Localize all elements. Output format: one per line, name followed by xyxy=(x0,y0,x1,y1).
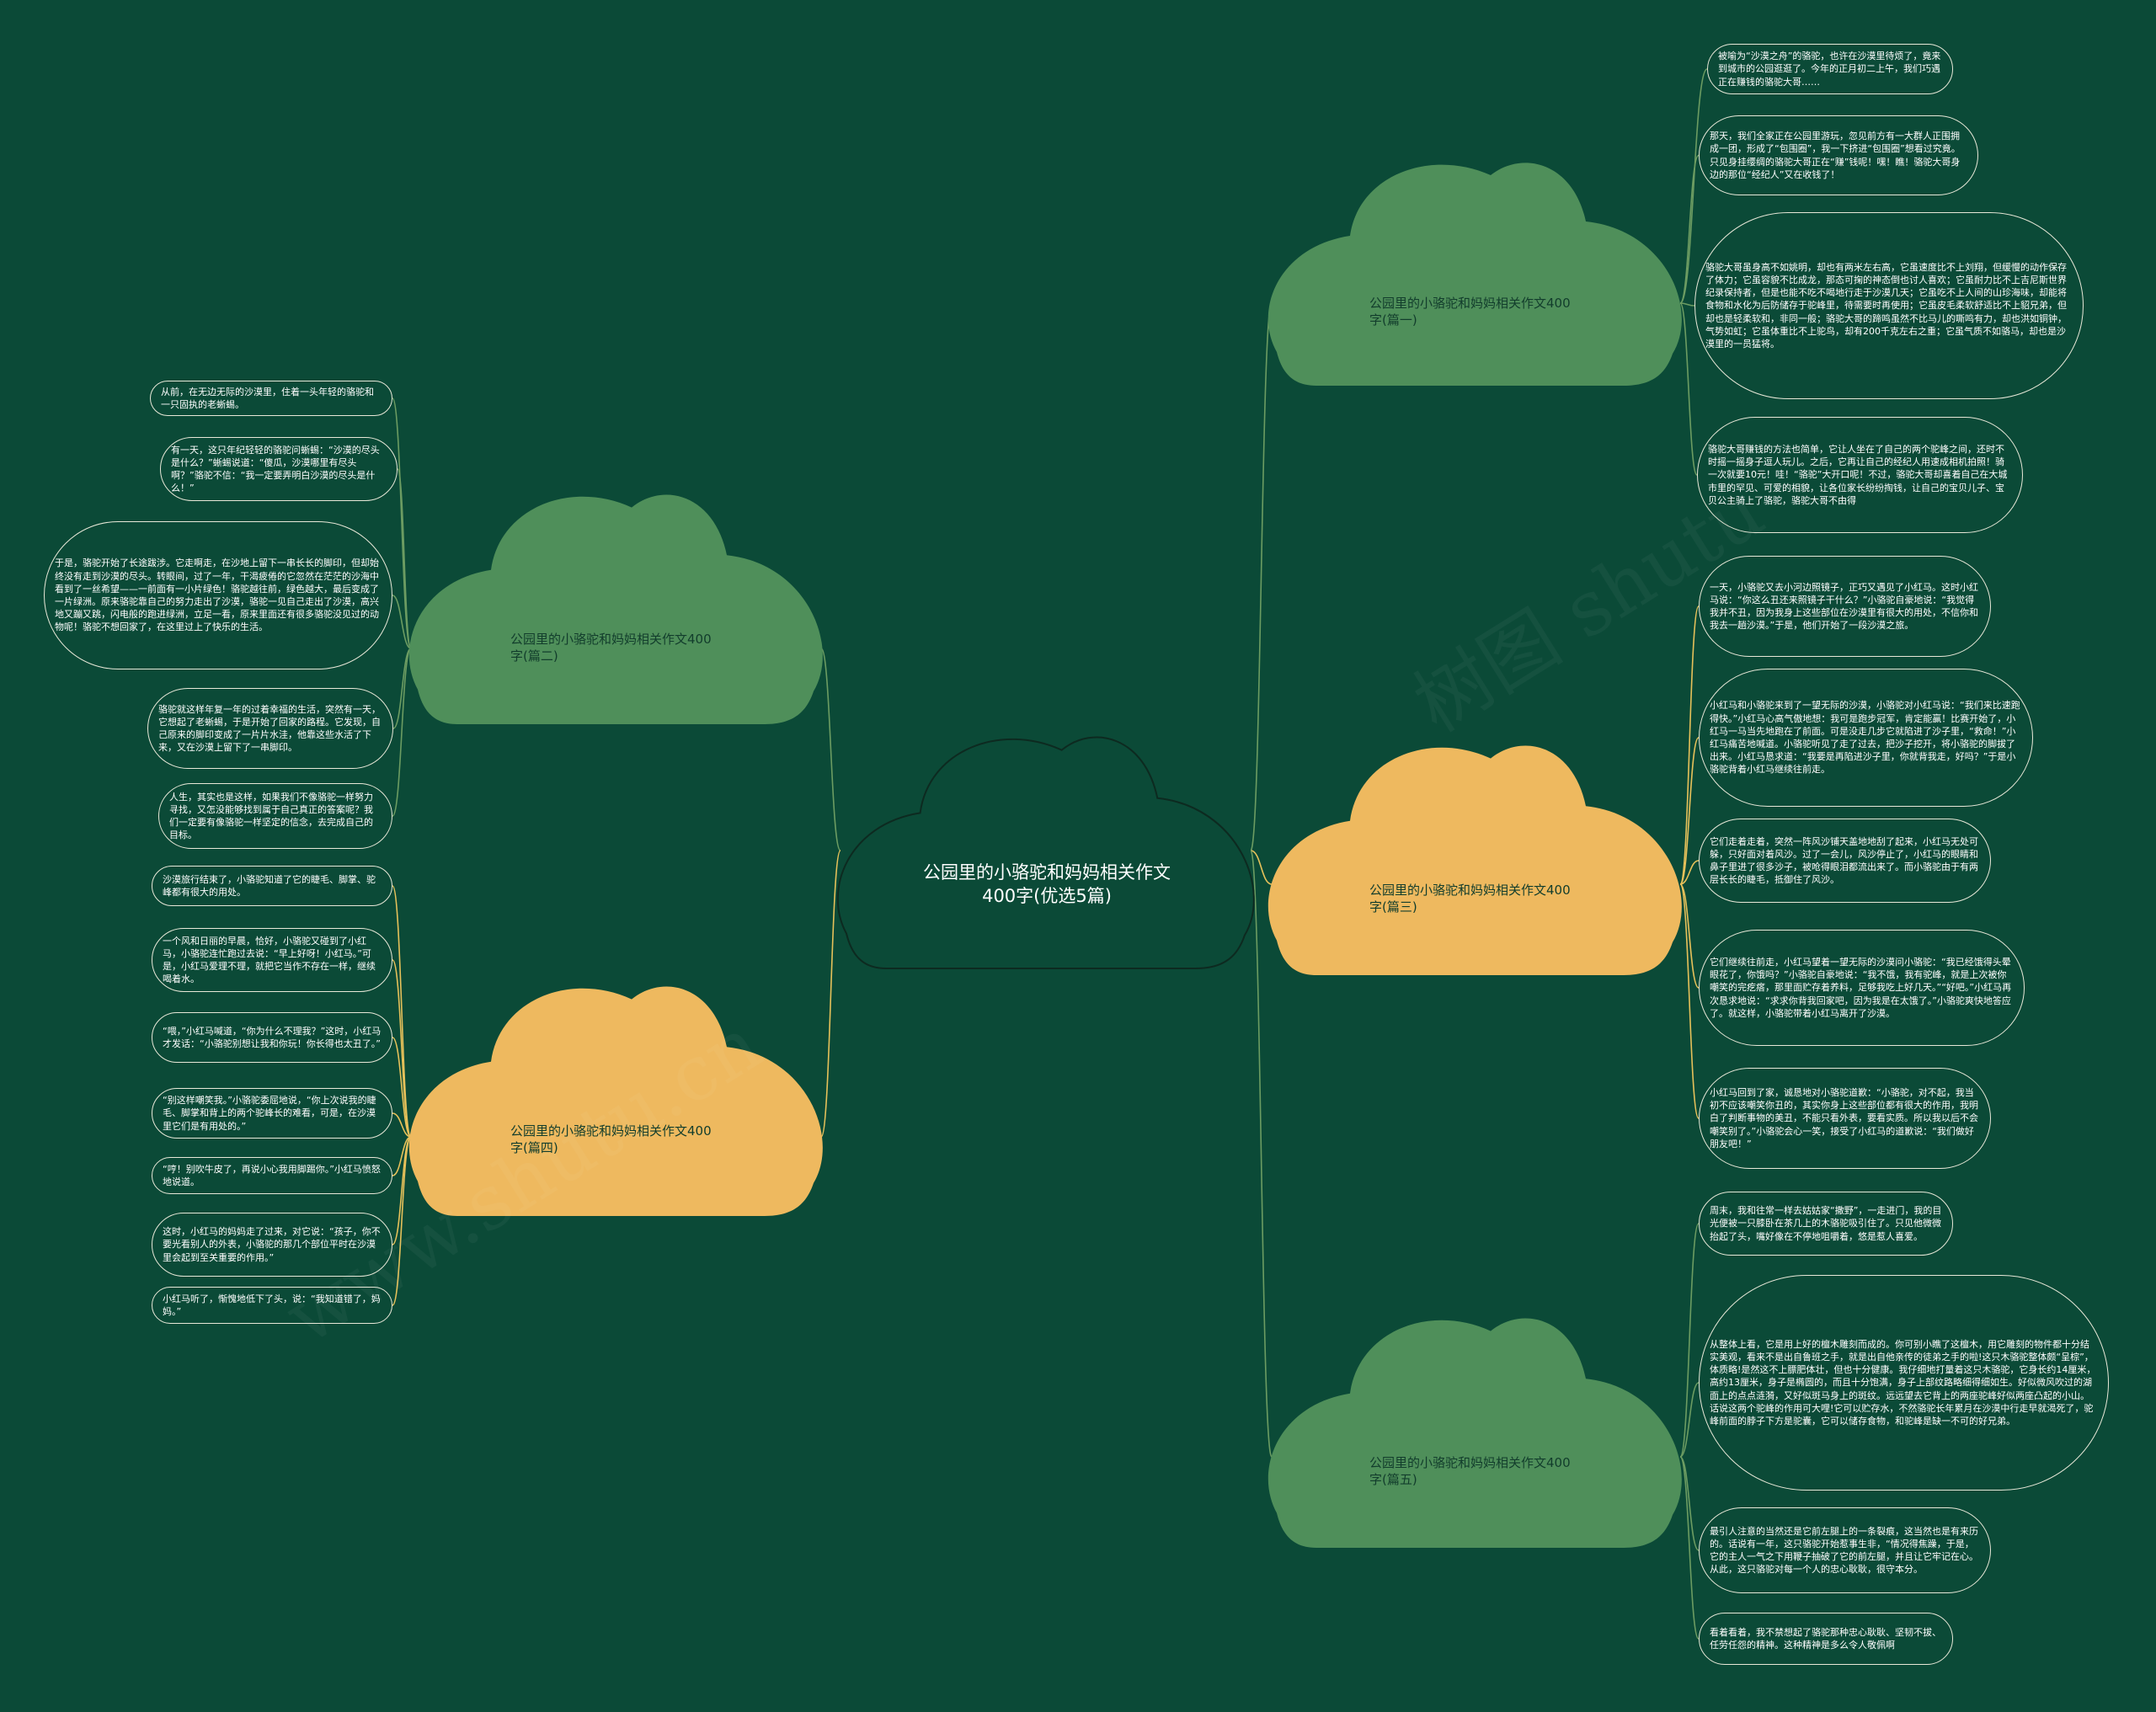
leaf-text: 沙漠旅行结束了，小骆驼知道了它的睫毛、脚掌、驼峰都有很大的用处。 xyxy=(163,873,376,898)
branch-connector xyxy=(1250,850,1273,885)
leaf-connector xyxy=(392,1112,412,1138)
leaf-connector xyxy=(1679,1456,1700,1551)
leaf-text: 骆驼就这样年复一年的过着幸福的生活，突然有一天，它想起了老蜥蜴，于是开始了回家的… xyxy=(158,703,381,754)
leaf-connector xyxy=(392,595,412,649)
leaf-note[interactable]: 沙漠旅行结束了，小骆驼知道了它的睫毛、脚掌、驼峰都有很大的用处。 xyxy=(152,866,392,906)
leaf-note[interactable]: 最引人注意的当然还是它前左腿上的一条裂痕，这当然也是有来历的。话说有一年，这只骆… xyxy=(1699,1507,1991,1593)
branch-connector xyxy=(1250,302,1273,851)
leaf-text: “别这样嘲笑我。”小骆驼委屈地说，“你上次说我的睫毛、脚掌和背上的两个驼峰长的难… xyxy=(163,1095,376,1132)
branch-cloud-b3[interactable] xyxy=(1267,745,1682,975)
leaf-connector xyxy=(1679,302,1698,476)
branch-title[interactable]: 公园里的小骆驼和妈妈相关作文400字(篇一) xyxy=(1369,296,1571,328)
leaf-note[interactable]: 周末，我和往常一样去姑姑家“撒野”，一走进门，我的目光便被一只膝卧在茶几上的木骆… xyxy=(1699,1192,1953,1256)
leaf-connector xyxy=(397,468,412,649)
branch-connector xyxy=(1250,850,1273,1458)
branch-cloud-b1[interactable] xyxy=(1267,163,1682,386)
leaf-note[interactable]: 骆驼大哥赚钱的方法也简单，它让人坐在了自己的两个驼峰之间，还时不时摇一摇身子逗人… xyxy=(1697,417,2023,533)
leaf-text: 小红马回到了家，诚恳地对小骆驼道歉：“小骆驼，对不起，我当初不应该嘲笑你丑的，其… xyxy=(1710,1086,1978,1149)
leaf-connector xyxy=(392,648,412,729)
leaf-text: 小红马和小骆驼来到了一望无际的沙漠，小骆驼对小红马说：“我们来比速跑得快。”小红… xyxy=(1710,700,2020,776)
leaf-connector xyxy=(1679,860,1700,885)
center-cloud[interactable] xyxy=(836,736,1255,969)
leaf-text: 它们继续往前走，小红马望着一望无际的沙漠问小骆驼：“我已经饿得头晕眼花了，你饿吗… xyxy=(1710,956,2012,1019)
branch-title[interactable]: 公园里的小骆驼和妈妈相关作文400字(篇四) xyxy=(510,1123,712,1155)
leaf-note[interactable]: 人生，其实也是这样，如果我们不像骆驼一样努力寻找，又怎没能够找到属于自己真正的答… xyxy=(158,783,392,849)
cloud-nodes xyxy=(408,163,1682,1548)
leaf-connector xyxy=(1679,737,1700,885)
leaf-text: “哼！别吹牛皮了，再说小心我用脚踢你。”小红马愤怒地说道。 xyxy=(163,1163,381,1187)
leaf-text: 看着看着，我不禁想起了骆驼那种忠心耿耿、坚韧不拔、任劳任怨的精神。这种精神是多么… xyxy=(1710,1626,1941,1651)
leaf-note[interactable]: 小红马和小骆驼来到了一望无际的沙漠，小骆驼对小红马说：“我们来比速跑得快。”小红… xyxy=(1699,669,2033,807)
leaf-connector xyxy=(1679,883,1700,1119)
leaf-connector xyxy=(392,648,412,817)
leaf-text: 于是，骆驼开始了长途跋涉。它走啊走，在沙地上留下一串长长的脚印，但却始终没有走到… xyxy=(55,557,379,633)
leaf-connector xyxy=(1679,1382,1700,1458)
leaf-note[interactable]: 一个风和日丽的早晨，恰好，小骆驼又碰到了小红马，小骆驼连忙跑过去说：“早上好呀！… xyxy=(152,928,392,992)
leaf-note[interactable]: 小红马听了，惭愧地低下了头，说：“我知道错了，妈妈。” xyxy=(152,1287,392,1324)
center-topic-label[interactable]: 公园里的小骆驼和妈妈相关作文400字(优选5篇) xyxy=(923,862,1171,906)
leaf-note[interactable]: 于是，骆驼开始了长途跋涉。它走啊走，在沙地上留下一串长长的脚印，但却始终没有走到… xyxy=(44,521,392,669)
leaf-text: 人生，其实也是这样，如果我们不像骆驼一样努力寻找，又怎没能够找到属于自己真正的答… xyxy=(169,791,373,841)
leaf-connector xyxy=(1679,302,1695,307)
leaf-text: 一个风和日丽的早晨，恰好，小骆驼又碰到了小红马，小骆驼连忙跑过去说：“早上好呀！… xyxy=(163,935,376,985)
branch-cloud-b2[interactable] xyxy=(408,494,823,724)
branch-title[interactable]: 公园里的小骆驼和妈妈相关作文400字(篇五) xyxy=(1369,1454,1571,1487)
leaf-connector xyxy=(392,1037,412,1138)
leaf-text: 有一天，这只年纪轻轻的骆驼问蜥蜴：“沙漠的尽头是什么？”蜥蜴说道：“傻瓜，沙漠哪… xyxy=(171,444,380,494)
leaf-text: “喂，”小红马喊道，“你为什么不理我？”这时，小红马才发话：“小骆驼别想让我和你… xyxy=(163,1025,382,1049)
branch-cloud-b5[interactable] xyxy=(1267,1318,1682,1548)
leaf-text: 骆驼大哥虽身高不如姚明，却也有两米左右高，它虽速度比不上刘翔，但缓慢的动作保存了… xyxy=(1705,261,2067,349)
leaf-connector xyxy=(1679,883,1700,989)
leaf-note[interactable]: “喂，”小红马喊道，“你为什么不理我？”这时，小红马才发话：“小骆驼别想让我和你… xyxy=(152,1012,392,1063)
leaf-text: 周末，我和往常一样去姑姑家“撒野”，一走进门，我的目光便被一只膝卧在茶几上的木骆… xyxy=(1710,1205,1942,1242)
leaf-note[interactable]: 这时，小红马的妈妈走了过来，对它说：“孩子，你不要光看别人的外表，小骆驼的那几个… xyxy=(152,1213,392,1277)
leaf-text: 最引人注意的当然还是它前左腿上的一条裂痕，这当然也是有来历的。话说有一年，这只骆… xyxy=(1710,1525,1978,1576)
leaf-note[interactable]: “别这样嘲笑我。”小骆驼委屈地说，“你上次说我的睫毛、脚掌和背上的两个驼峰长的难… xyxy=(152,1088,392,1139)
leaf-text: 一天，小骆驼又去小河边照镜子，正巧又遇见了小红马。这时小红马说：“你这么丑还来照… xyxy=(1710,581,1978,632)
leaf-note[interactable]: 骆驼就这样年复一年的过着幸福的生活，突然有一天，它想起了老蜥蜴，于是开始了回家的… xyxy=(147,688,393,769)
leaf-note[interactable]: “哼！别吹牛皮了，再说小心我用脚踢你。”小红马愤怒地说道。 xyxy=(152,1157,392,1194)
leaf-note[interactable]: 它们走着走着，突然一阵风沙铺天盖地地刮了起来，小红马无处可躲，只好面对着风沙。过… xyxy=(1699,819,1991,903)
leaf-text: 它们走着走着，突然一阵风沙铺天盖地地刮了起来，小红马无处可躲，只好面对着风沙。过… xyxy=(1710,835,1978,886)
branch-connector xyxy=(820,648,841,851)
leaf-note[interactable]: 看着看着，我不禁想起了骆驼那种忠心耿耿、坚韧不拔、任劳任怨的精神。这种精神是多么… xyxy=(1699,1613,1953,1665)
leaf-connector xyxy=(1679,605,1700,885)
leaf-note[interactable]: 从整体上看，它是用上好的檀木雕刻而成的。你可别小瞧了这檀木，用它雕刻的物件都十分… xyxy=(1699,1275,2109,1491)
connector-lines xyxy=(392,68,1708,1640)
leaf-note[interactable]: 从前，在无边无际的沙漠里，住着一头年轻的骆驼和一只固执的老蜥蜴。 xyxy=(150,381,392,416)
leaf-connector xyxy=(1679,1456,1700,1640)
branch-cloud-b4[interactable] xyxy=(408,986,823,1216)
leaf-connector xyxy=(1679,154,1700,304)
branch-title[interactable]: 公园里的小骆驼和妈妈相关作文400字(篇三) xyxy=(1369,882,1571,915)
leaf-text: 从整体上看，它是用上好的檀木雕刻而成的。你可别小瞧了这檀木，用它雕刻的物件都十分… xyxy=(1710,1338,2096,1427)
leaf-text: 小红马听了，惭愧地低下了头，说：“我知道错了，妈妈。” xyxy=(163,1293,381,1317)
leaf-text: 这时，小红马的妈妈走了过来，对它说：“孩子，你不要光看别人的外表，小骆驼的那几个… xyxy=(163,1226,381,1263)
leaf-connector xyxy=(392,1136,412,1176)
leaf-note[interactable]: 骆驼大哥虽身高不如姚明，却也有两米左右高，它虽速度比不上刘翔，但缓慢的动作保存了… xyxy=(1694,212,2084,399)
leaf-note[interactable]: 一天，小骆驼又去小河边照镜子，正巧又遇见了小红马。这时小红马说：“你这么丑还来照… xyxy=(1699,556,1991,657)
branch-title[interactable]: 公园里的小骆驼和妈妈相关作文400字(篇二) xyxy=(510,631,712,664)
leaf-connector xyxy=(392,397,412,649)
leaf-connector xyxy=(392,885,412,1138)
leaf-connector xyxy=(1679,1223,1700,1458)
leaf-text: 骆驼大哥赚钱的方法也简单，它让人坐在了自己的两个驼峰之间，还时不时摇一摇身子逗人… xyxy=(1708,443,2008,506)
leaf-note[interactable]: 它们继续往前走，小红马望着一望无际的沙漠问小骆驼：“我已经饿得头晕眼花了，你饿吗… xyxy=(1699,930,2025,1046)
branch-connector xyxy=(820,850,841,1138)
leaf-note[interactable]: 那天，我们全家正在公园里游玩，忽见前方有一大群人正围拥成一团，形成了“包围圈”，… xyxy=(1699,115,1978,195)
leaf-note[interactable]: 被喻为“沙漠之舟”的骆驼，也许在沙漠里待烦了，竟来到城市的公园逛逛了。今年的正月… xyxy=(1707,44,1953,94)
leaf-text: 被喻为“沙漠之舟”的骆驼，也许在沙漠里待烦了，竟来到城市的公园逛逛了。今年的正月… xyxy=(1718,51,1941,88)
leaf-note[interactable]: 小红马回到了家，诚恳地对小骆驼道歉：“小骆驼，对不起，我当初不应该嘲笑你丑的，其… xyxy=(1699,1068,1991,1169)
leaf-text: 那天，我们全家正在公园里游玩，忽见前方有一大群人正围拥成一团，形成了“包围圈”，… xyxy=(1710,131,1961,180)
leaf-text: 从前，在无边无际的沙漠里，住着一头年轻的骆驼和一只固执的老蜥蜴。 xyxy=(161,386,374,410)
leaf-connector xyxy=(392,959,412,1138)
leaf-connector xyxy=(392,1136,412,1306)
leaf-note[interactable]: 有一天，这只年纪轻轻的骆驼问蜥蜴：“沙漠的尽头是什么？”蜥蜴说道：“傻瓜，沙漠哪… xyxy=(160,437,398,501)
